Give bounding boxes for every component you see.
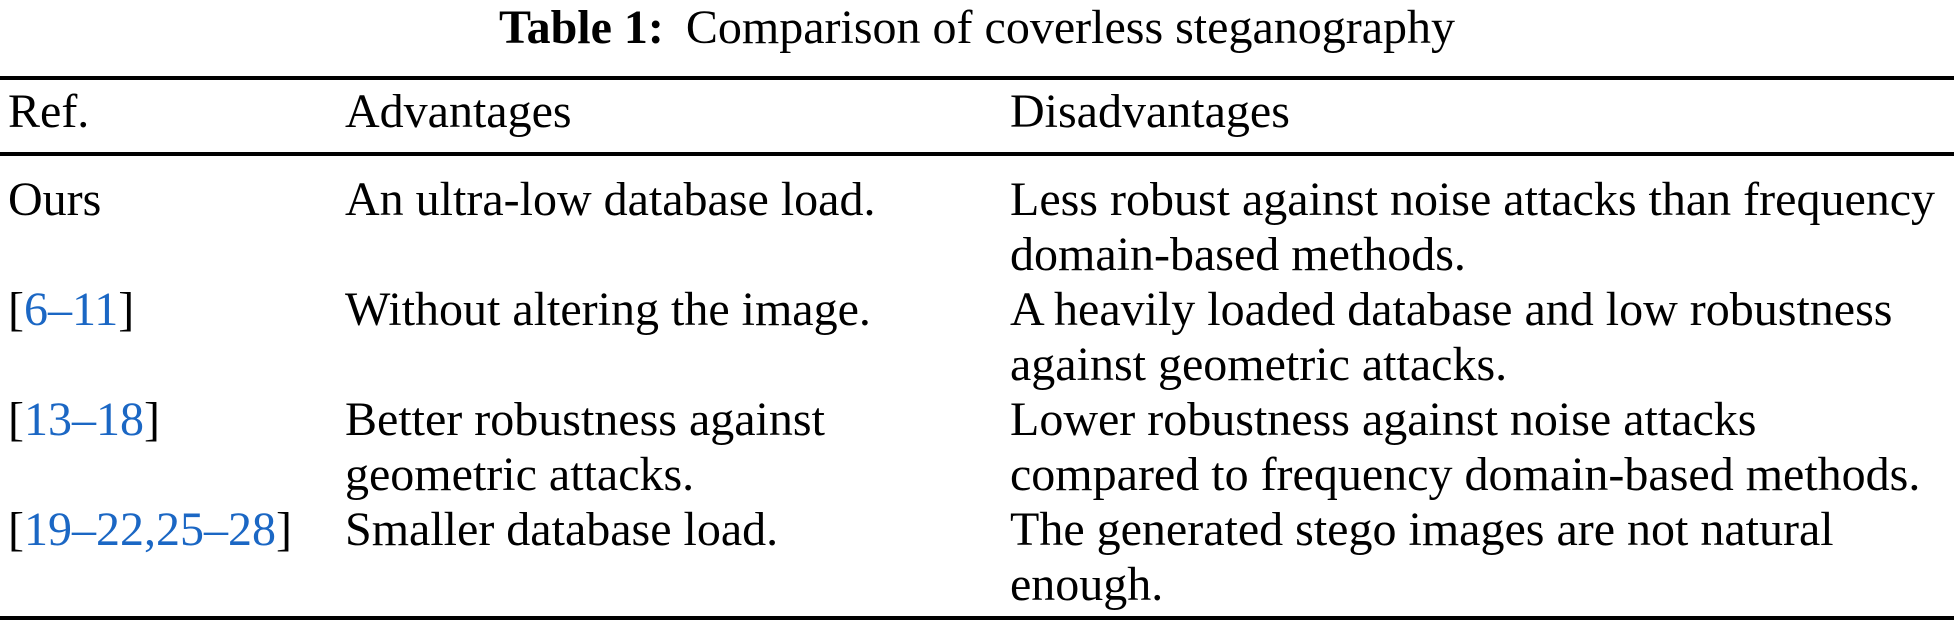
advantages-cell: Without altering the image. <box>345 282 1005 337</box>
ref-cell: [6–11] <box>8 282 338 337</box>
table-number-label: Table 1: <box>498 1 664 54</box>
advantages-text: Better robustness against <box>345 393 825 446</box>
citation-link[interactable]: 13–18 <box>23 393 144 446</box>
table-header-rule <box>0 152 1954 156</box>
ref-cell: Ours <box>8 172 338 227</box>
disadvantages-text: compared to frequency domain-based metho… <box>1010 448 1921 501</box>
table-row: [19–22,25–28] Smaller database load. The… <box>0 502 1954 612</box>
disadvantages-cell: The generated stego images are not natur… <box>1010 502 1954 612</box>
ref-label: Ours <box>8 173 102 226</box>
advantages-text: Without altering the image. <box>345 283 871 336</box>
column-header-advantages: Advantages <box>345 85 572 138</box>
table-header-row: Ref. Advantages Disadvantages <box>0 84 1954 139</box>
disadvantages-text: Less robust against noise attacks than f… <box>1010 173 1936 226</box>
table-top-rule <box>0 76 1954 80</box>
citation-bracket-open: [ <box>8 283 24 336</box>
citation-bracket-open: [ <box>8 393 24 446</box>
disadvantages-cell: Less robust against noise attacks than f… <box>1010 172 1954 282</box>
disadvantages-cell: Lower robustness against noise attacks c… <box>1010 392 1954 502</box>
advantages-cell: An ultra-low database load. <box>345 172 1005 227</box>
advantages-text: Smaller database load. <box>345 503 779 556</box>
table-bottom-rule <box>0 616 1954 620</box>
table-row: [6–11] Without altering the image. A hea… <box>0 282 1954 392</box>
disadvantages-text: A heavily loaded database and low robust… <box>1010 283 1893 336</box>
citation-bracket-close: ] <box>118 283 135 336</box>
citation-bracket-open: [ <box>8 503 24 556</box>
advantages-text: An ultra-low database load. <box>345 173 876 226</box>
table-row: [13–18] Better robustness against geomet… <box>0 392 1954 502</box>
advantages-text: geometric attacks. <box>345 448 695 501</box>
disadvantages-text: Lower robustness against noise attacks <box>1010 393 1757 446</box>
column-header-ref: Ref. <box>8 85 90 138</box>
citation-link[interactable]: 19–22,25–28 <box>23 503 276 556</box>
disadvantages-cell: A heavily loaded database and low robust… <box>1010 282 1954 392</box>
disadvantages-text: domain-based methods. <box>1010 228 1466 281</box>
ref-cell: [19–22,25–28] <box>8 502 338 557</box>
advantages-cell: Better robustness against geometric atta… <box>345 392 1005 502</box>
citation-link[interactable]: 6–11 <box>23 283 119 336</box>
disadvantages-text: against geometric attacks. <box>1010 338 1508 391</box>
citation-bracket-close: ] <box>143 393 160 446</box>
citation-bracket-close: ] <box>275 503 292 556</box>
table-row: Ours An ultra-low database load. Less ro… <box>0 172 1954 282</box>
table-caption: Table 1: Comparison of coverless steganog… <box>0 0 1954 55</box>
column-header-disadvantages: Disadvantages <box>1010 85 1290 138</box>
advantages-cell: Smaller database load. <box>345 502 1005 557</box>
table-caption-text: Comparison of coverless steganography <box>685 1 1456 54</box>
disadvantages-text: The generated stego images are not natur… <box>1010 503 1834 556</box>
ref-cell: [13–18] <box>8 392 338 447</box>
disadvantages-text: enough. <box>1010 558 1164 611</box>
